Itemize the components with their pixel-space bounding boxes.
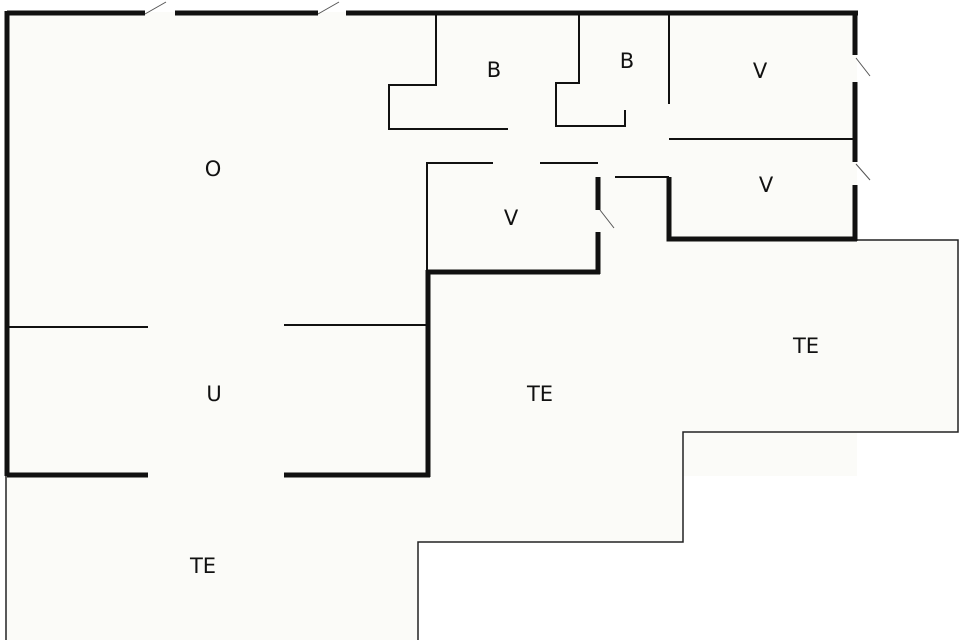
room-label-living: O: [205, 157, 222, 181]
wall-bath1: [388, 13, 508, 130]
room-label-terrace-east: TE: [792, 334, 819, 358]
wall-bath2: [555, 13, 626, 127]
room-label-utility: U: [206, 382, 221, 406]
door-bedroom3-icon: [599, 209, 615, 229]
room-label-terrace-center: TE: [526, 382, 553, 406]
terrace-floor: [7, 240, 958, 640]
window-north-1-icon: [144, 1, 167, 15]
room-label-bedroom-2: V: [759, 173, 774, 197]
room-label-bath-1: B: [487, 58, 501, 82]
window-north-2-icon: [317, 1, 340, 15]
room-label-bedroom-3: V: [504, 206, 519, 230]
wall-bedroom2: [666, 177, 857, 242]
room-label-bedroom-1: V: [753, 59, 768, 83]
room-label-bath-2: B: [620, 49, 634, 73]
window-east-1-icon: [855, 57, 871, 77]
window-east-2-icon: [855, 163, 871, 181]
terrace-outline: [417, 239, 959, 640]
room-label-terrace-south: TE: [189, 554, 216, 578]
